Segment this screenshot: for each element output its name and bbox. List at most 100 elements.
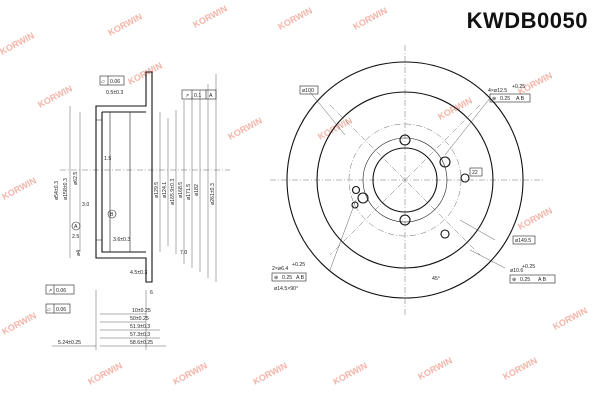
small-holes-tol: +0.25 <box>292 262 305 268</box>
bolt-hole-bottom <box>399 214 411 226</box>
bolt-pos-frame <box>489 93 531 103</box>
d-hat-label: ø129.5 <box>154 182 160 198</box>
small-holes-pcd: ø14.5×90° <box>274 286 298 292</box>
runout-frame <box>181 89 217 100</box>
watermark-10: KORWIN <box>436 95 474 121</box>
watermark-4: KORWIN <box>191 3 229 29</box>
small-holes-pos-datum: A B <box>296 275 305 281</box>
watermark-group: KORWIN KORWIN KORWIN KORWIN KORWIN KORWI… <box>0 3 589 386</box>
small-hole-3 <box>460 173 470 183</box>
dim-57: 57.3±0.3 <box>130 332 150 338</box>
pilot-hole-tol: +0.25 <box>522 264 535 270</box>
dim-3-0: 3.0 <box>82 202 89 208</box>
datum-a-bubble <box>71 221 81 231</box>
pilot-hole-label: ø10.6 <box>510 268 523 274</box>
small-holes-label: 2×ø6.4 <box>272 266 288 272</box>
disc-profile <box>95 71 153 283</box>
small-holes-pos-frame <box>271 272 307 282</box>
watermark-16: KORWIN <box>171 360 209 386</box>
length-dims <box>52 290 166 350</box>
datum-b-label: B <box>110 212 114 218</box>
svg-text:↗: ↗ <box>48 288 52 294</box>
dim-10: 10±0.25 <box>132 308 151 314</box>
dim-3-6: 3.6±0.3 <box>113 237 130 243</box>
dim-50: 50±0.25 <box>130 316 149 322</box>
watermark-2: KORWIN <box>36 83 74 109</box>
svg-text:⊕: ⊕ <box>274 275 278 281</box>
watermark-3: KORWIN <box>106 11 144 37</box>
svg-text:↗: ↗ <box>185 93 189 99</box>
d-face-label: ø182 <box>194 184 200 196</box>
part-number-title: KWDB0050 <box>466 8 588 33</box>
thickness-tol-label: 0.5±0.3 <box>106 90 123 96</box>
bolt-hole-right <box>439 156 451 168</box>
bottom-runout-frame <box>45 284 75 295</box>
side-section-view: ø54±0.3 ø158±0.3 ø62.5 ø129.5 ø124.1 ø16… <box>45 71 230 350</box>
bottom-flatness-value: 0.06 <box>56 307 66 313</box>
diameter-dim-lines <box>69 74 217 282</box>
watermark-20: KORWIN <box>501 355 539 381</box>
hat-inner-profile <box>101 111 146 253</box>
dim-7-0: 7.0 <box>180 250 187 256</box>
watermark-13: KORWIN <box>516 205 554 231</box>
dim-1-5: 1.5 <box>104 156 111 162</box>
watermark-21: KORWIN <box>551 305 589 331</box>
d-hub-bore-label: ø54±0.3 <box>54 181 60 200</box>
bottom-runout-value: 0.06 <box>56 288 66 294</box>
pilot-pos-frame <box>509 274 556 284</box>
hat-detail-lines <box>96 112 131 252</box>
watermark-14: KORWIN <box>0 310 38 336</box>
watermark-5: KORWIN <box>276 5 314 31</box>
watermark-6: KORWIN <box>351 5 389 31</box>
d-vent-label: ø124.1 <box>162 182 168 198</box>
disc-outer-circle <box>286 61 524 299</box>
small-hole-2 <box>440 229 450 239</box>
dim-58: 58.6±0.25 <box>130 340 153 346</box>
dim-4-5: 4.5±0.3 <box>130 270 147 276</box>
bolt-pos-datum: A B <box>516 96 525 102</box>
d-disc-label: ø261±0.3 <box>210 183 216 205</box>
flatness-value: 0.06 <box>110 79 120 85</box>
bottom-flatness-frame <box>45 303 71 314</box>
small-holes-pos-value: 0.25 <box>282 275 292 281</box>
pcd-label: ø100 <box>302 88 314 94</box>
watermark-9: KORWIN <box>316 115 354 141</box>
pcd-inner-label: ø149.5 <box>515 238 531 244</box>
center-bore-circle <box>372 147 438 213</box>
bolt-pos-value: 0.25 <box>500 96 510 102</box>
bolt-hole-top <box>399 134 411 146</box>
d-outer-hat-label: ø168.5 <box>178 182 184 198</box>
disc-inner-circle <box>316 91 494 269</box>
watermark-8: KORWIN <box>226 115 264 141</box>
hole-angle-label: 22 <box>472 170 478 176</box>
small-hole-1 <box>351 185 361 195</box>
dim-a4: ø4 <box>76 250 82 256</box>
angle-label: 45° <box>432 276 440 282</box>
bolt-hole-left <box>357 192 369 204</box>
watermark-15: KORWIN <box>86 360 124 386</box>
dim-6: 6 <box>150 290 153 296</box>
watermark-1: KORWIN <box>0 30 36 56</box>
watermark-7: KORWIN <box>126 60 164 86</box>
dim-2-5: 2.5 <box>72 234 79 240</box>
svg-text:▱: ▱ <box>47 307 51 313</box>
dim-5-24: 5.24±0.25 <box>58 340 81 346</box>
d-pilot-label: ø62.5 <box>73 172 79 185</box>
bolt-holes-label: 4×ø12.5 <box>488 88 507 94</box>
datum-a-label: A <box>74 224 78 230</box>
front-view: ø100 4×ø12.5 +0.25 ⊕ 0.25 A B 22 45° ø14… <box>270 45 556 315</box>
runout-value: 0.1 <box>194 93 201 99</box>
flatness-frame <box>99 75 125 86</box>
svg-text:⊕: ⊕ <box>512 277 516 283</box>
d-mid-label: ø165.9±0.3 <box>170 179 176 205</box>
pilot-pos-value: 0.25 <box>520 277 530 283</box>
small-hole-4 <box>351 201 359 209</box>
watermark-19: KORWIN <box>416 355 454 381</box>
d-max-label: ø171.5 <box>186 184 192 200</box>
dim-51: 51.9±0.3 <box>130 324 150 330</box>
runout-datum: A <box>209 93 213 99</box>
svg-text:⊕: ⊕ <box>492 96 496 102</box>
d-inner-label: ø158±0.3 <box>63 178 69 200</box>
watermark-17: KORWIN <box>251 360 289 386</box>
